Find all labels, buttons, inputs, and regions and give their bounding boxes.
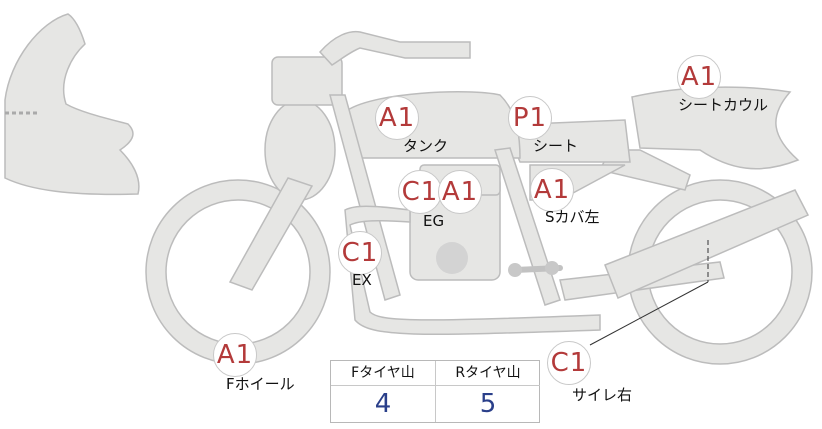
rear-tire-value: 5 xyxy=(479,389,497,419)
seat-cowl-label: シートカウル xyxy=(678,96,769,114)
front-fairing xyxy=(4,13,140,196)
seat-cowl-grade-badge[interactable]: A1 xyxy=(677,55,721,99)
front-wheel-grade-badge[interactable]: A1 xyxy=(213,333,257,377)
front-tire-value: 4 xyxy=(374,389,392,419)
front-tire-header: Fタイヤ山 xyxy=(331,361,435,386)
side-cover-grade-badge[interactable]: A1 xyxy=(530,168,574,212)
front-wheel-label: Fホイール xyxy=(226,375,295,393)
muffler-label: サイレ右 xyxy=(572,386,633,404)
seat-label: シート xyxy=(533,137,579,155)
muffler-grade-badge[interactable]: C1 xyxy=(547,341,591,385)
headlight-bracket xyxy=(271,56,343,106)
table-divider xyxy=(435,361,436,422)
engine-grade-badge-2[interactable]: A1 xyxy=(438,170,482,214)
exhaust-label: EX xyxy=(352,271,372,289)
footpeg-end-b xyxy=(545,261,559,275)
footpeg-end-a xyxy=(508,263,522,277)
exhaust-grade-badge[interactable]: C1 xyxy=(338,231,382,275)
engine-crank-cover xyxy=(436,242,468,274)
rear-tire-header: Rタイヤ山 xyxy=(436,361,540,386)
front-fork xyxy=(228,177,314,291)
muffler xyxy=(604,189,810,299)
tire-tread-table: Fタイヤ山 Rタイヤ山 4 5 xyxy=(330,360,540,423)
muffler-leader xyxy=(589,281,709,346)
seat-grade-badge[interactable]: P1 xyxy=(508,96,552,140)
tank-label: タンク xyxy=(403,137,449,155)
side-cover-label: Sカバ左 xyxy=(545,208,600,226)
engine-grade-badge[interactable]: C1 xyxy=(398,170,442,214)
tank-grade-badge[interactable]: A1 xyxy=(375,96,419,140)
handlebar xyxy=(318,30,471,66)
engine-label: EG xyxy=(423,212,445,230)
